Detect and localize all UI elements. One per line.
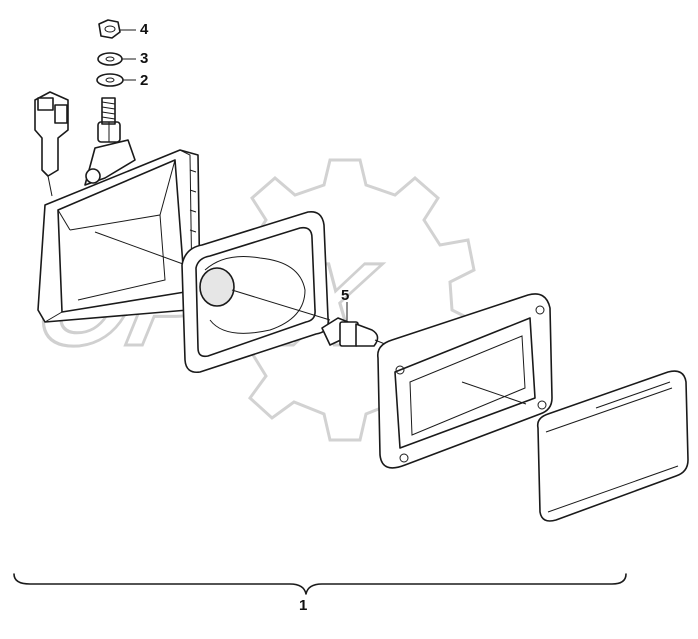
hardware-stack	[96, 19, 124, 87]
leader-lines	[120, 29, 136, 81]
reflector	[181, 210, 331, 374]
assembly-brace	[13, 573, 627, 595]
callout-5: 5	[341, 287, 350, 304]
callout-1: 1	[299, 597, 308, 614]
callout-3: 3	[140, 50, 149, 67]
lamp-housing	[34, 91, 206, 323]
callout-4: 4	[140, 21, 149, 38]
bezel-frame	[376, 293, 553, 469]
callout-2: 2	[140, 72, 149, 89]
lens	[536, 370, 689, 522]
